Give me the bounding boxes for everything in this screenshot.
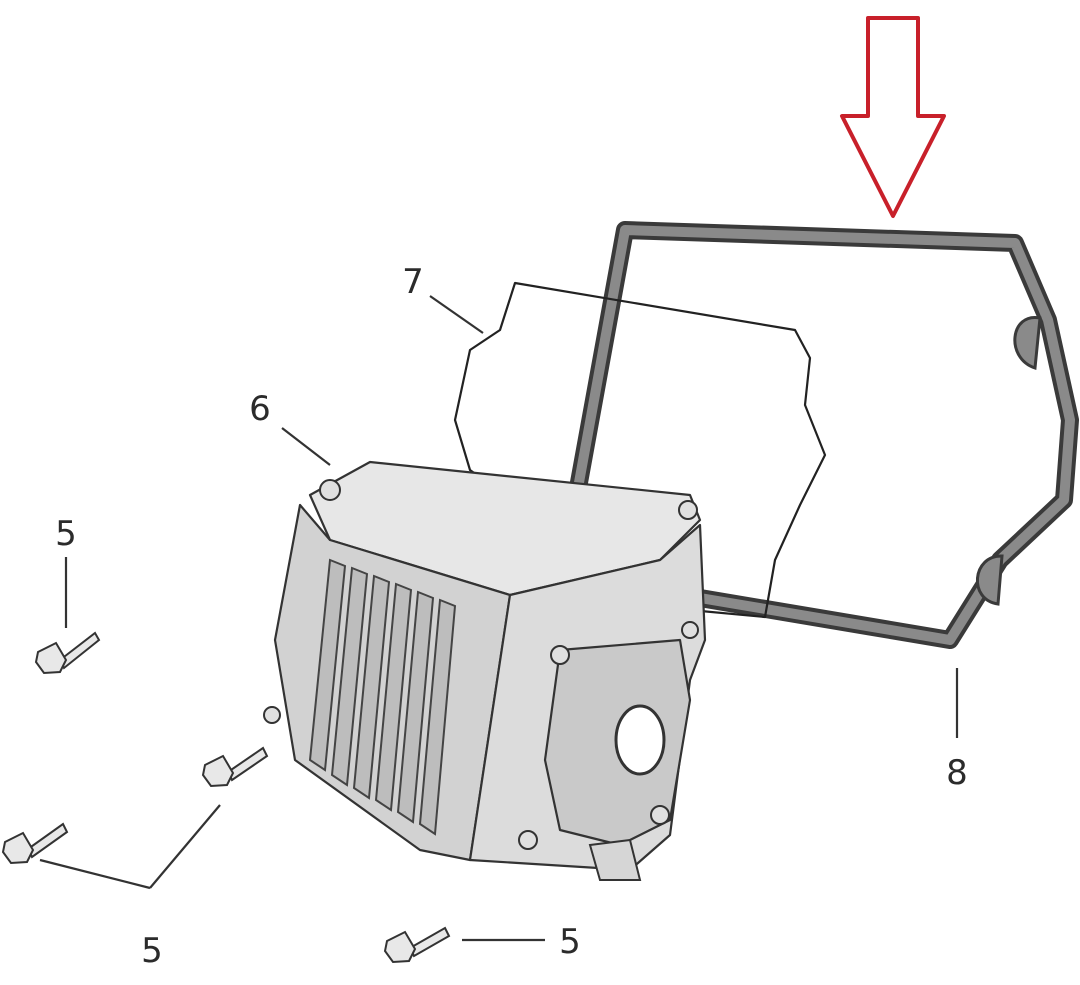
bolt-icon bbox=[1, 822, 69, 865]
bolt-icon bbox=[201, 746, 269, 788]
gasket-lobe-upper bbox=[1013, 316, 1042, 371]
callout-6: 6 bbox=[249, 389, 271, 429]
leader-lines bbox=[39, 295, 959, 942]
callout-5-top-left: 5 bbox=[55, 514, 77, 554]
callout-7: 7 bbox=[402, 262, 424, 302]
callout-5-bottom-left: 5 bbox=[141, 931, 163, 971]
cover-port bbox=[614, 704, 666, 776]
gasket-lobe-lower bbox=[975, 554, 1004, 606]
down-arrow-icon bbox=[840, 16, 946, 218]
gasket-7 bbox=[453, 281, 827, 619]
callout-5-bottom: 5 bbox=[559, 922, 581, 962]
bolt-icon bbox=[383, 926, 451, 964]
cover-fins bbox=[308, 558, 457, 836]
callout-8: 8 bbox=[946, 753, 968, 793]
cover-6 bbox=[263, 460, 707, 881]
bolt-icon bbox=[34, 631, 101, 675]
